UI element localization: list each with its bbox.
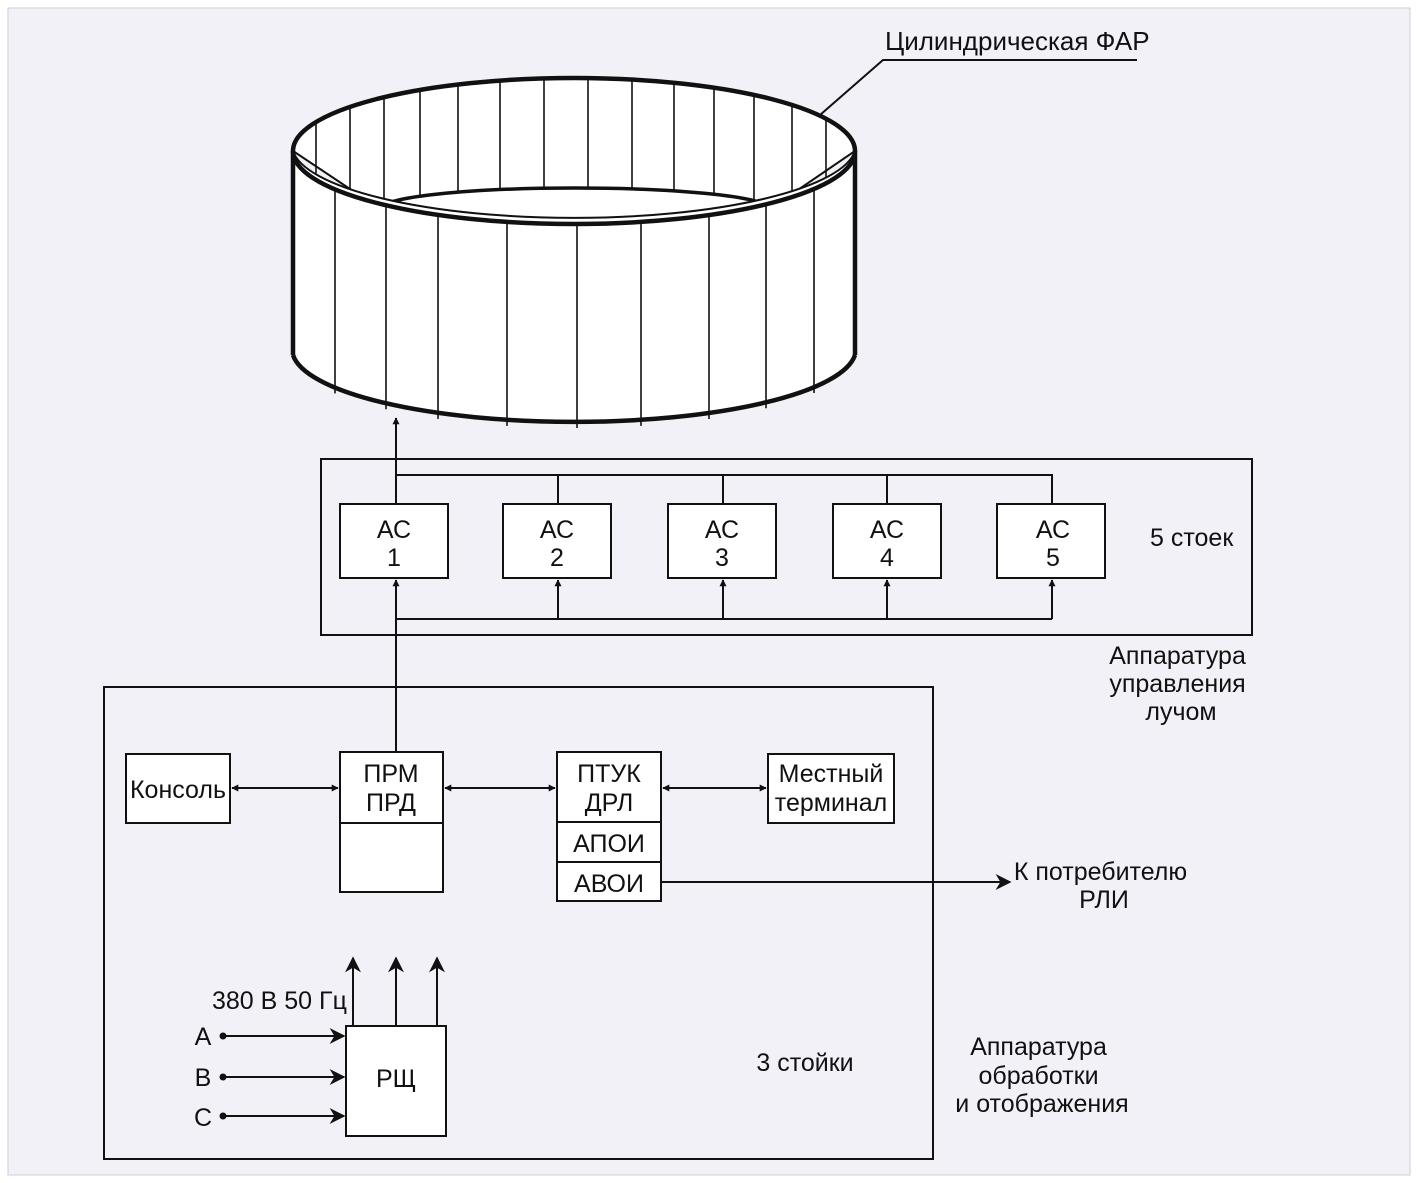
ac-rack-name: АС xyxy=(377,516,411,544)
ac-rack-number: 2 xyxy=(550,544,564,572)
control-unit-box: ПТУК ДРЛ АПОИ АВОИ xyxy=(556,751,662,902)
consumer-label: К потребителю РЛИ xyxy=(1014,858,1194,914)
beam-control-caption: Аппаратура управления лучом xyxy=(1109,642,1253,726)
ac-rack-name: АС xyxy=(870,516,904,544)
local-terminal-label-1: Местный xyxy=(779,760,884,788)
ac-rack-number: 5 xyxy=(1046,544,1060,572)
ac-rack-number: 3 xyxy=(715,544,729,572)
caption-line: управления xyxy=(1109,670,1245,698)
transceiver-box: ПРМ ПРД xyxy=(339,751,444,893)
ac-rack-3: АС 3 xyxy=(667,503,777,579)
power-panel-box: РЩ xyxy=(345,1025,447,1137)
avoi-label: АВОИ xyxy=(574,870,644,898)
local-terminal-label-2: терминал xyxy=(775,789,887,817)
power-panel-label: РЩ xyxy=(376,1065,416,1093)
ac-rack-4: АС 4 xyxy=(832,503,942,579)
phase-input-b: B xyxy=(195,1064,346,1092)
transceiver-label-1: ПРМ xyxy=(363,760,418,788)
top-bus xyxy=(396,474,1053,504)
ac-rack-number: 4 xyxy=(880,544,894,572)
ac-rack-5: АС 5 xyxy=(996,503,1106,579)
power-supply-label: 380 В 50 Гц xyxy=(212,987,347,1015)
beam-control-frame xyxy=(320,458,1253,636)
local-terminal-box: Местный терминал xyxy=(767,753,895,824)
processing-frame xyxy=(103,686,934,1160)
phase-label: B xyxy=(195,1064,212,1092)
control-unit-label-1: ПТУК xyxy=(577,760,641,788)
processing-caption: Аппаратура обработки и отображения xyxy=(955,1033,1128,1118)
phase-label: A xyxy=(195,1023,212,1051)
array-label-leader xyxy=(819,59,1137,116)
phase-input-c: C xyxy=(194,1104,346,1132)
processing-rack-count: 3 стойки xyxy=(756,1049,853,1077)
ac-rack-name: АС xyxy=(1036,516,1070,544)
consumer-line: РЛИ xyxy=(1079,886,1129,914)
beam-control-rack-count: 5 стоек xyxy=(1150,524,1234,552)
ac-rack-name: АС xyxy=(540,516,574,544)
ac-rack-1: АС 1 xyxy=(339,503,449,579)
ac-rack-number: 1 xyxy=(387,544,401,572)
caption-line: обработки xyxy=(978,1062,1098,1090)
phase-label: C xyxy=(194,1104,212,1132)
consumer-line: К потребителю xyxy=(1014,858,1187,886)
ac-rack-name: АС xyxy=(705,516,739,544)
cylindrical-phased-array xyxy=(290,75,858,428)
transceiver-label-2: ПРД xyxy=(366,789,416,817)
caption-line: и отображения xyxy=(955,1090,1128,1118)
console-label: Консоль xyxy=(130,776,226,804)
control-unit-label-2: ДРЛ xyxy=(585,789,634,817)
ac-rack-2: АС 2 xyxy=(502,503,612,579)
caption-line: Аппаратура xyxy=(970,1033,1107,1061)
array-label: Цилиндрическая ФАР xyxy=(885,26,1150,56)
caption-line: лучом xyxy=(1145,698,1216,726)
console-box: Консоль xyxy=(125,753,231,824)
apoi-label: АПОИ xyxy=(573,830,645,858)
caption-line: Аппаратура xyxy=(1109,642,1246,670)
phase-input-a: A xyxy=(195,1023,346,1051)
